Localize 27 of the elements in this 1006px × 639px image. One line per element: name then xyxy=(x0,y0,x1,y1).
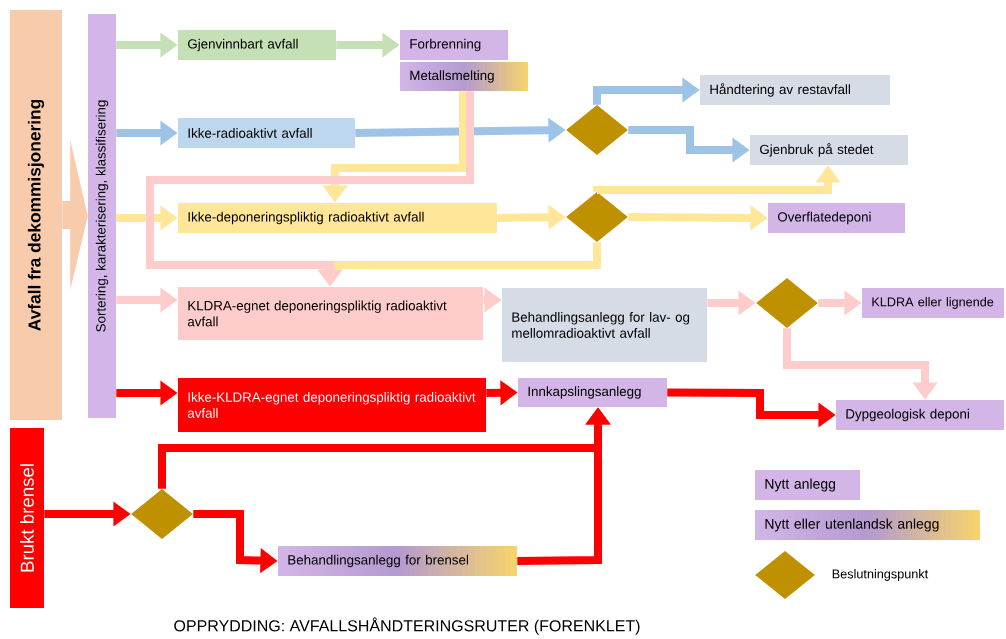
caption: OPPRYDDING: AVFALLSHÅNDTERINGSRUTER (FORENKLET) xyxy=(174,617,640,635)
process-box: Håndtering av restavfall xyxy=(700,75,890,105)
vertical-band: Brukt brensel xyxy=(10,428,44,608)
node-label: Behandlingsanlegg for brensel xyxy=(288,554,469,568)
process-box: Dypgeologisk deponi xyxy=(836,400,1004,430)
process-box: Behandlingsanlegg for lav- og mellomradioaktivt avfall xyxy=(502,288,707,362)
process-box: Ikke-KLDRA-egnet deponeringspliktig radioaktivt avfall xyxy=(178,378,486,432)
node-label: Metallsmelting xyxy=(410,70,494,83)
process-box: Forbrenning xyxy=(400,30,508,60)
decision-diamond xyxy=(566,192,628,242)
process-box: KLDRA-egnet deponeringspliktig radioaktivt avfall xyxy=(178,287,483,340)
process-box: Innkapslingsanlegg xyxy=(518,378,667,407)
decision-diamond xyxy=(756,278,818,328)
arrow xyxy=(62,140,88,290)
process-box: Metallsmelting xyxy=(400,62,528,91)
process-box: KLDRA eller lignende xyxy=(862,288,1004,318)
decision-diamond xyxy=(566,105,628,155)
process-box: Behandlingsanlegg for brensel xyxy=(278,546,517,576)
legend-item: Nytt anlegg xyxy=(755,470,860,500)
vertical-band: Sortering, karakterisering, klassifisering xyxy=(88,14,116,418)
process-box: Overflatedeponi xyxy=(768,203,905,233)
decision-diamond xyxy=(131,489,193,539)
vertical-band: Avfall fra dekommisjonering xyxy=(10,10,62,420)
legend-item: Nytt eller utenlandsk anlegg xyxy=(755,510,980,540)
process-box: Ikke-radioaktivt avfall xyxy=(178,118,355,148)
legend-label: Beslutningspunkt xyxy=(832,569,929,581)
process-box: Gjenbruk på stedet xyxy=(750,135,908,165)
